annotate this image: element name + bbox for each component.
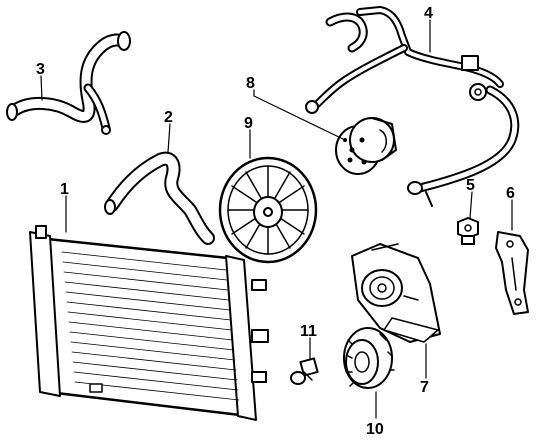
part-number-labels: 3 2 4 8 9 1 5 6 7 10 11 <box>36 5 515 438</box>
water-pump <box>351 243 441 343</box>
mounting-bracket <box>495 231 529 315</box>
radiator <box>29 225 269 421</box>
lower-radiator-hose <box>104 151 215 245</box>
part-label-2: 2 <box>164 109 173 126</box>
part-label-7: 7 <box>420 379 429 396</box>
part-label-9: 9 <box>244 115 253 132</box>
part-label-10: 10 <box>366 421 384 438</box>
fan-clutch <box>335 117 397 175</box>
leader-lines <box>40 19 513 419</box>
upper-radiator-hose <box>6 31 131 135</box>
temperature-switch <box>457 217 479 245</box>
part-label-4: 4 <box>424 5 433 22</box>
part-label-1: 1 <box>60 181 69 198</box>
part-label-11: 11 <box>300 323 317 340</box>
water-pump-pulley <box>343 327 395 389</box>
drain-plug <box>290 357 319 385</box>
coolant-pipe-assembly <box>305 6 520 207</box>
part-label-8: 8 <box>246 75 255 92</box>
cooling-fan <box>218 156 318 264</box>
part-label-6: 6 <box>506 185 515 202</box>
part-label-5: 5 <box>466 177 475 194</box>
part-label-3: 3 <box>36 61 45 78</box>
